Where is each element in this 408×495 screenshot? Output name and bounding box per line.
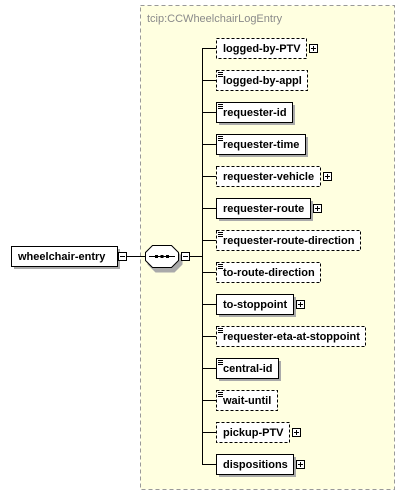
element-box[interactable]: [216, 326, 366, 347]
annotation-icon: [218, 72, 223, 77]
element-label: to-stoppoint: [223, 299, 287, 311]
element-box[interactable]: [216, 262, 321, 283]
element-box[interactable]: [216, 358, 279, 379]
expand-icon[interactable]: [296, 460, 305, 469]
root-element-label: wheelchair-entry: [17, 251, 106, 263]
element-label: requester-eta-at-stoppoint: [223, 331, 360, 343]
element-pickup-PTV[interactable]: pickup-PTV: [202, 422, 301, 443]
element-wait-until[interactable]: wait-until: [202, 390, 278, 411]
element-requester-vehicle[interactable]: requester-vehicle: [202, 166, 332, 187]
element-label: wait-until: [222, 395, 271, 407]
element-central-id[interactable]: central-id: [202, 358, 282, 382]
annotation-icon: [218, 136, 223, 141]
element-label: central-id: [223, 363, 273, 375]
expand-icon[interactable]: [292, 428, 301, 437]
complex-type-label: tcip:CCWheelchairLogEntry: [147, 13, 283, 25]
element-logged-by-PTV[interactable]: logged-by-PTV: [202, 38, 318, 59]
annotation-icon: [218, 328, 223, 333]
root-collapse-toggle[interactable]: [118, 252, 127, 261]
annotation-icon: [218, 104, 223, 109]
element-box[interactable]: [216, 166, 321, 187]
annotation-icon: [218, 392, 223, 397]
element-label: logged-by-appl: [223, 75, 302, 87]
element-requester-id[interactable]: requester-id: [202, 102, 296, 126]
element-label: requester-route: [223, 203, 304, 215]
child-elements: logged-by-PTV logged-by-appl requester-id r…: [202, 38, 366, 478]
annotation-icon: [218, 264, 223, 269]
element-box[interactable]: [216, 230, 361, 251]
element-label: pickup-PTV: [223, 427, 284, 439]
element-box[interactable]: [216, 134, 306, 155]
element-requester-route[interactable]: requester-route: [202, 198, 322, 222]
sequence-collapse-toggle[interactable]: [181, 252, 190, 261]
element-box[interactable]: [216, 198, 311, 219]
element-label: requester-vehicle: [223, 171, 314, 183]
annotation-icon: [218, 360, 223, 365]
root-element-box[interactable]: [11, 246, 118, 267]
element-box[interactable]: [216, 390, 278, 411]
element-label: dispositions: [223, 459, 288, 471]
element-requester-eta-at-stoppoint[interactable]: requester-eta-at-stoppoint: [202, 326, 366, 347]
element-box[interactable]: [216, 102, 293, 123]
element-logged-by-appl[interactable]: logged-by-appl: [202, 70, 308, 91]
element-label: requester-time: [223, 139, 299, 151]
expand-icon[interactable]: [313, 204, 322, 213]
element-box[interactable]: [216, 422, 290, 443]
element-label: requester-id: [223, 107, 287, 119]
expand-icon[interactable]: [296, 300, 305, 309]
element-dispositions[interactable]: dispositions: [202, 454, 305, 478]
element-box[interactable]: [216, 70, 308, 91]
element-to-stoppoint[interactable]: to-stoppoint: [202, 294, 305, 318]
element-box[interactable]: [216, 294, 294, 315]
element-box[interactable]: [216, 454, 294, 475]
element-requester-route-direction[interactable]: requester-route-direction: [202, 230, 361, 251]
element-label: requester-route-direction: [223, 235, 355, 247]
element-box[interactable]: [216, 38, 307, 59]
element-label: to-route-direction: [223, 267, 315, 279]
element-to-route-direction[interactable]: to-route-direction: [202, 262, 321, 283]
element-requester-time[interactable]: requester-time: [202, 134, 309, 158]
sequence-compositor[interactable]: [145, 245, 183, 273]
expand-icon[interactable]: [323, 172, 332, 181]
annotation-icon: [218, 232, 223, 237]
expand-icon[interactable]: [309, 44, 318, 53]
element-label: logged-by-PTV: [223, 43, 301, 55]
